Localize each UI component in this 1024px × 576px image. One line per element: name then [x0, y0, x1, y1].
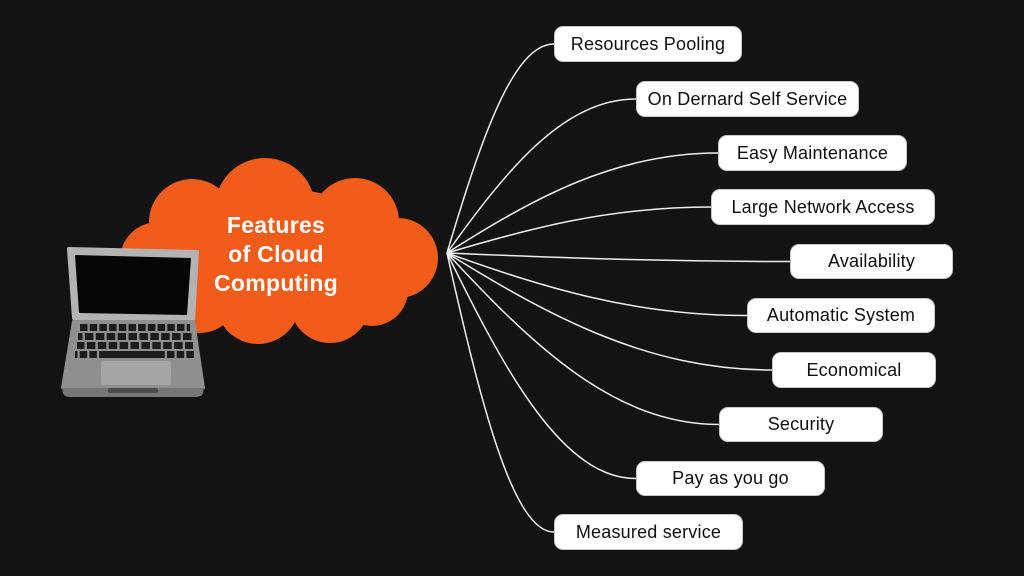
feature-node-automatic-system: Automatic System — [747, 298, 935, 333]
feature-node-easy-maintenance: Easy Maintenance — [718, 135, 907, 171]
connector-line — [446, 252, 748, 317]
cloud-shape — [120, 158, 438, 344]
connector-line — [446, 43, 555, 254]
connector-line — [446, 98, 637, 254]
connector-line — [446, 206, 712, 254]
connector-line — [446, 252, 637, 480]
diagram-title: Features of Cloud Computing — [176, 211, 376, 298]
connector-lines — [446, 43, 791, 533]
title-line-2: of Cloud — [228, 241, 324, 267]
title-line-3: Computing — [213, 270, 339, 296]
feature-node-pay-as-you-go: Pay as you go — [636, 461, 825, 496]
laptop-icon — [61, 247, 205, 397]
feature-node-on-dernard-self-service: On Dernard Self Service — [636, 81, 859, 117]
feature-node-measured-service: Measured service — [554, 514, 743, 550]
feature-node-security: Security — [719, 407, 883, 442]
feature-node-resources-pooling: Resources Pooling — [554, 26, 742, 62]
connector-line — [446, 152, 719, 254]
feature-node-economical: Economical — [772, 352, 936, 388]
title-line-1: Features — [226, 212, 326, 238]
connector-line — [446, 252, 555, 533]
connector-line — [446, 252, 773, 371]
feature-node-large-network-access: Large Network Access — [711, 189, 935, 225]
feature-node-availability: Availability — [790, 244, 953, 279]
connector-line — [446, 252, 720, 426]
connector-line — [446, 252, 791, 263]
